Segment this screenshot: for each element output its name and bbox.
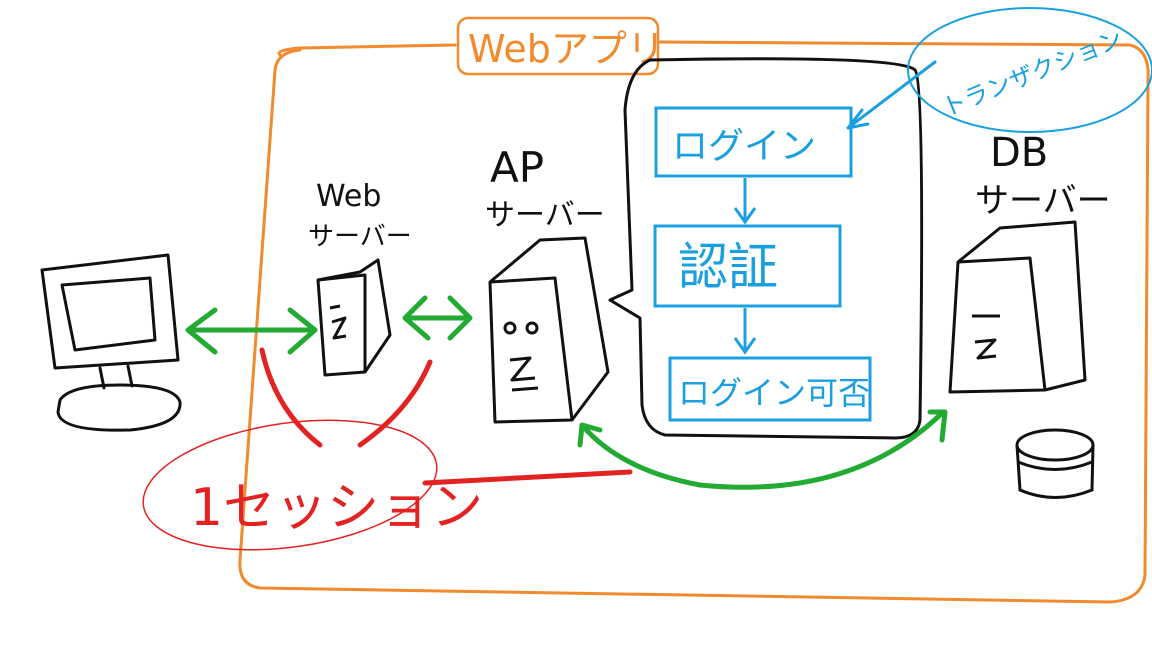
session-label: 1セッション xyxy=(190,478,483,538)
client-pc-icon xyxy=(42,255,180,430)
ap-server-label-top: AP xyxy=(490,143,544,192)
transaction-label: トランザクション xyxy=(938,24,1127,122)
step-label-login-result: ログイン可否 xyxy=(678,374,870,412)
web-server-icon xyxy=(318,260,390,375)
arrow-login-to-auth xyxy=(735,178,755,222)
database-cylinder-icon xyxy=(1017,430,1093,498)
arrow-ap-db xyxy=(580,412,945,487)
step-label-auth: 認証 xyxy=(678,238,778,296)
transaction-pointer xyxy=(848,62,935,128)
db-server-label-bottom: サーバー xyxy=(975,181,1111,221)
ap-server-label-bottom: サーバー xyxy=(485,198,605,233)
webapp-label: Webアプリ xyxy=(468,27,665,71)
ap-server-icon xyxy=(490,238,608,422)
web-server-label-bottom: サーバー xyxy=(308,222,412,252)
arrow-auth-to-result xyxy=(735,308,755,352)
step-label-login: ログイン xyxy=(672,126,816,167)
db-server-label-top: DB xyxy=(990,130,1048,176)
arrow-pc-web xyxy=(188,310,315,352)
db-server-icon xyxy=(950,222,1085,392)
web-server-label-top: Web xyxy=(316,179,381,214)
arrow-web-ap xyxy=(405,298,470,338)
